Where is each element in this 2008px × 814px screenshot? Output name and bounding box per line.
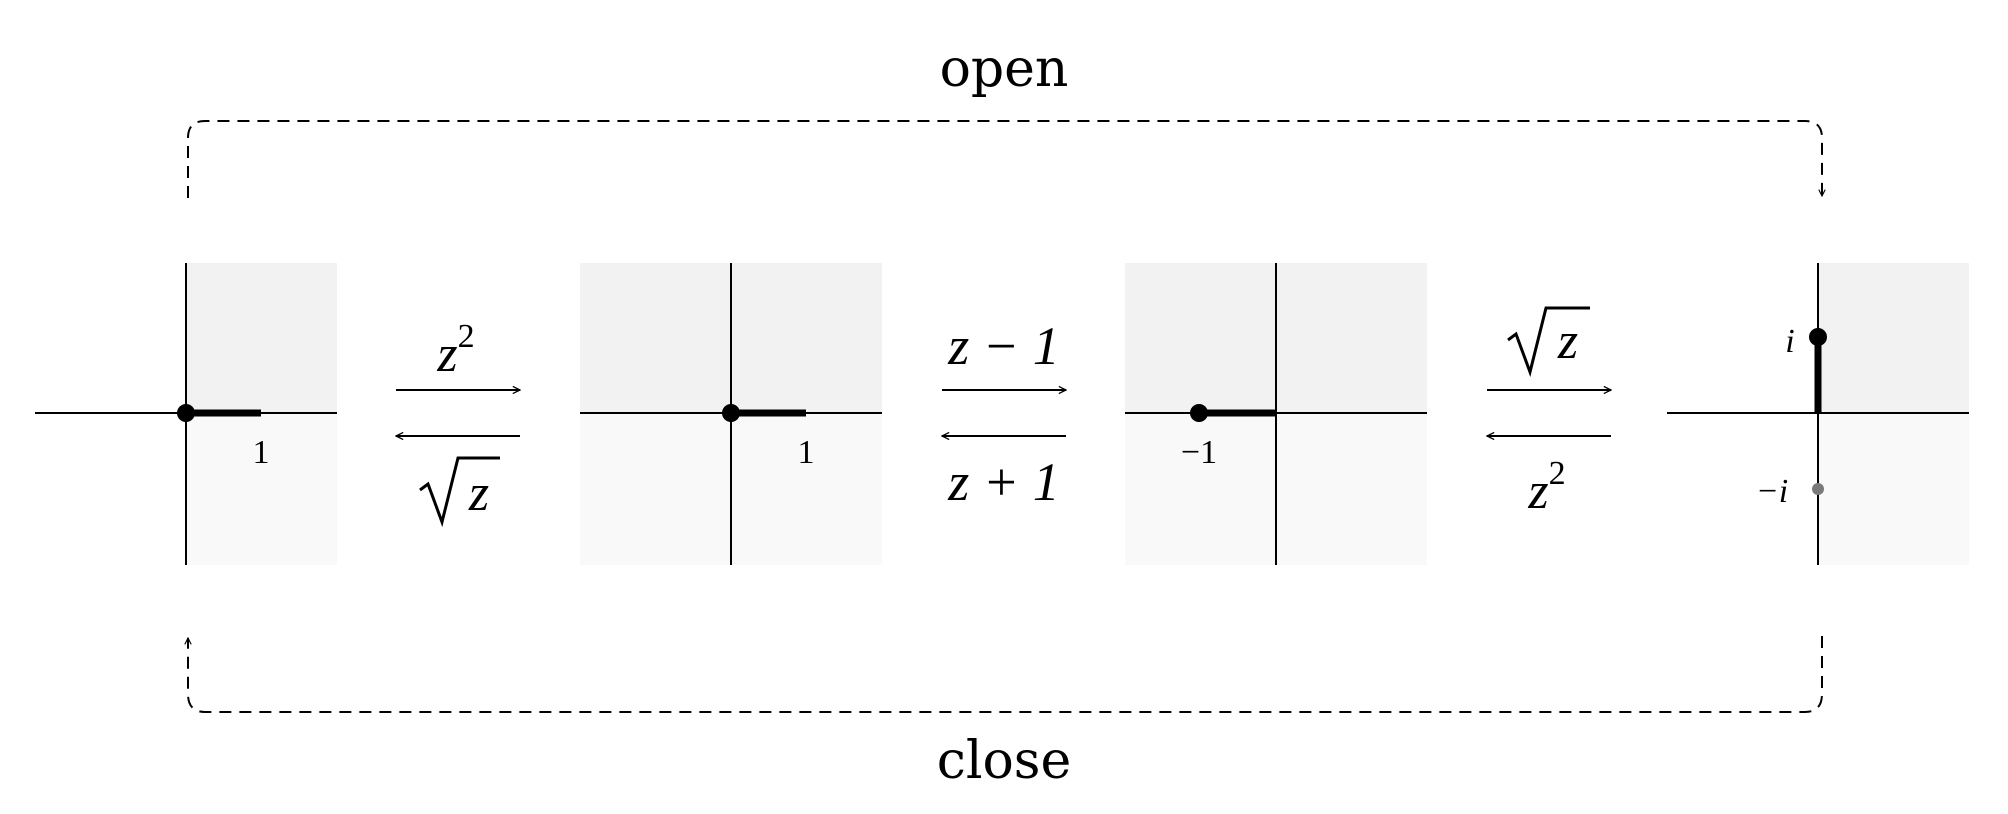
map-square-sqrt: z2 z	[396, 318, 520, 528]
forward-map-exponent: 2	[458, 318, 475, 355]
open-dashed-path	[187, 120, 1822, 198]
tick-label-minus-i: −i	[1756, 473, 1788, 510]
forward-map-label: z2	[436, 318, 474, 383]
close-label: close	[937, 731, 1072, 791]
shaded-region-lower	[186, 413, 337, 565]
tick-label: 1	[798, 434, 815, 471]
open-label: open	[940, 39, 1069, 99]
panel-shifted-half-plane: −1	[1125, 263, 1427, 565]
close-dashed-path	[188, 636, 1823, 713]
backward-map-label: z2	[1527, 455, 1565, 520]
backward-map-radicand: z	[468, 465, 489, 522]
map-translate: z − 1 z + 1	[942, 316, 1066, 512]
forward-map-base: z	[436, 326, 457, 383]
tick-label: 1	[253, 434, 270, 471]
shaded-region-upper	[1818, 263, 1969, 413]
panel-right-half-plane: i −i	[1667, 263, 1969, 565]
panel-first-quadrant: 1	[35, 263, 337, 565]
sqrt-sign	[1507, 306, 1590, 378]
map-sqrt-square: z z2	[1487, 306, 1611, 520]
forward-map-label: z − 1	[947, 316, 1059, 376]
panel-upper-half-plane: 1	[580, 263, 882, 565]
backward-map-base: z	[1527, 463, 1548, 520]
forward-map-radicand: z	[1557, 313, 1578, 370]
point-minus-i	[1812, 483, 1824, 495]
origin-point	[177, 404, 195, 422]
endpoint-minus-one	[1190, 404, 1208, 422]
shaded-region-upper	[186, 263, 337, 413]
shaded-region-lower	[1818, 413, 1969, 565]
backward-map-exponent: 2	[1549, 455, 1566, 492]
origin-point	[722, 404, 740, 422]
backward-map-label: z + 1	[947, 452, 1059, 512]
tick-label-i: i	[1785, 323, 1794, 360]
sqrt-sign	[419, 456, 500, 528]
endpoint-i	[1809, 328, 1827, 346]
tick-label: −1	[1181, 434, 1217, 471]
